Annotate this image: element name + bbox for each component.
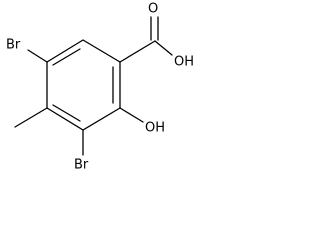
structure-diagram: O OH OH Br Br — [0, 0, 206, 178]
atom-label-bromine-bottom: Br — [74, 158, 89, 173]
ring-bond-c3-c4 — [46, 107, 84, 131]
bond-acid-oh — [154, 40, 173, 56]
bond-ring-to-methyl — [14, 107, 48, 128]
ring-bond-c6-c1 — [82, 39, 121, 63]
atom-label-acid-hydroxyl: OH — [174, 55, 194, 70]
ring-double-bond-c3-c4 — [52, 104, 81, 122]
bond-ring-to-hydroxyl — [119, 107, 144, 123]
atom-label-bromine-top: Br — [6, 38, 21, 53]
ring-double-bond-c5-c6 — [52, 48, 81, 66]
atom-label-carbonyl-oxygen: O — [148, 2, 158, 17]
bond-ring-to-carboxyl — [119, 40, 156, 63]
benzene-ring — [46, 39, 121, 131]
ring-bond-c5-c6 — [46, 39, 84, 63]
atom-labels: O OH OH Br Br — [6, 2, 194, 173]
atom-label-hydroxyl: OH — [145, 121, 165, 136]
molecule-svg: O OH OH Br Br — [6, 2, 194, 173]
ring-bond-c2-c3 — [82, 107, 121, 131]
bond-ring-to-bromine-top — [27, 49, 48, 63]
substituent-bonds — [14, 16, 173, 156]
